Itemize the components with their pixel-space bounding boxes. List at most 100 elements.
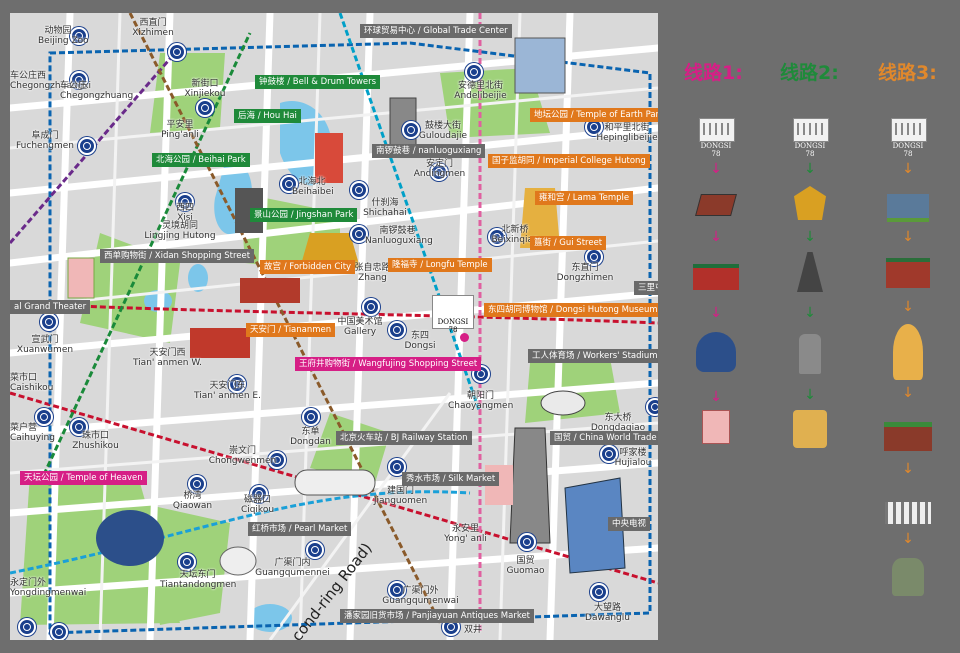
shopping-bags-icon[interactable] [702,410,730,444]
metro-station-icon[interactable] [430,163,448,181]
metro-station-icon[interactable] [600,445,618,463]
gui-street-bronze-vessel-icon[interactable] [892,558,924,596]
tag-forbidden-city[interactable]: 故宫 / Forbidden City [260,260,356,274]
arrow-down-icon: ↓ [902,531,914,547]
metro-station-icon[interactable] [302,408,320,426]
route-1-title: 线路1: [684,62,743,84]
tag-gui-street[interactable]: 簋街 / Gui Street [530,236,607,250]
arrow-down-icon: ↓ [710,229,722,245]
metro-station-icon[interactable] [350,181,368,199]
arrow-down-icon: ↓ [902,161,914,177]
tag-temple-of-earth-park[interactable]: 地坛公园 / Temple of Earth Park [530,108,658,122]
metro-station-icon[interactable] [35,408,53,426]
tag-temple-of-heaven[interactable]: 天坛公园 / Temple of Heaven [20,471,147,485]
route-legend: 线路1: 线路2: 线路3: DONGSI 78 ↓ ↓ ↓ ↓ DONGSI … [668,0,960,653]
arrow-down-icon: ↓ [804,161,816,177]
tag-imperial-college-hutong[interactable]: 国子监胡同 / Imperial College Hutong [488,154,650,168]
tag-bj-railway-station[interactable]: 北京火车站 / BJ Railway Station [336,431,472,445]
metro-station-icon[interactable] [388,581,406,599]
tag-grand-theater[interactable]: al Grand Theater [10,300,91,314]
metro-station-icon[interactable] [306,541,324,559]
imperial-college-archway-icon[interactable] [885,502,931,524]
tag-china-world-trade-center[interactable]: 国贸 / China World Trade Center [550,431,658,445]
metro-station-icon[interactable] [250,485,268,503]
metro-station-icon[interactable] [40,313,58,331]
metro-station-icon[interactable] [465,63,483,81]
jingshan-park-pavilion-icon[interactable] [794,186,826,220]
tag-nanluoguxiang[interactable]: 南锣鼓巷 / nanluoguxiang [372,144,486,158]
tag-pearl-market[interactable]: 红桥市场 / Pearl Market [248,522,352,536]
metro-station-icon[interactable] [176,193,194,211]
arrow-down-icon: ↓ [804,305,816,321]
metro-station-icon[interactable] [350,225,368,243]
metro-station-icon[interactable] [518,533,536,551]
imperial-college-hutong-icon[interactable] [695,194,737,216]
tag-global-trade-center[interactable]: 环球贸易中心 / Global Trade Center [360,24,512,38]
tag-beihai-park[interactable]: 北海公园 / Beihai Park [152,153,250,167]
tag-xidan-shopping-street[interactable]: 西单购物街 / Xidan Shopping Street [100,249,255,263]
lama-temple-buddha-icon[interactable] [893,324,923,380]
tag-bell-drum-towers[interactable]: 钟鼓楼 / Bell & Drum Towers [255,75,381,89]
metro-station-icon[interactable] [362,298,380,316]
metro-station-icon[interactable] [488,228,506,246]
tag-workers-stadium[interactable]: 工人体育场 / Workers' Stadium [528,349,658,363]
temple-of-heaven-icon[interactable] [696,332,736,372]
dongsi-78-start-icon: DONGSI 78 [697,118,735,158]
metro-station-icon[interactable] [388,458,406,476]
tag-houhai[interactable]: 后海 / Hou Hai [234,109,301,123]
metro-station-icon[interactable] [402,121,420,139]
tag-sanlitun[interactable]: 三里屯 [634,281,658,295]
metro-station-icon[interactable] [646,398,658,416]
metro-station-icon[interactable] [168,43,186,61]
tag-dongsi-hutong-museum[interactable]: 东四胡同博物馆 / Dongsi Hutong Museum [484,303,658,317]
tag-panjiayuan-antiques-market[interactable]: 潘家园旧货市场 / Panjiayuan Antiques Market [340,609,535,623]
metro-station-icon[interactable] [78,137,96,155]
station-label: 双井 [463,625,482,635]
tag-jingshan-park[interactable]: 景山公园 / Jingshan Park [250,208,358,222]
metro-station-icon[interactable] [388,321,406,339]
temple-of-earth-gate-icon[interactable] [884,422,932,451]
metro-station-icon[interactable] [268,451,286,469]
metro-station-icon[interactable] [280,175,298,193]
metro-station-icon[interactable] [178,553,196,571]
metro-station-icon[interactable] [70,27,88,45]
metro-station-icon[interactable] [70,71,88,89]
tag-longfu-temple[interactable]: 隆福寺 / Longfu Temple [388,258,492,272]
tag-tiananmen[interactable]: 天安门 / Tiananmen [246,323,336,337]
metro-station-icon[interactable] [590,583,608,601]
metro-station-icon[interactable] [70,418,88,436]
houhai-drinks-icon[interactable] [793,410,827,448]
metro-station-icon[interactable] [196,99,214,117]
forbidden-city-icon[interactable] [693,264,739,290]
metro-station-icon[interactable] [188,475,206,493]
metro-station-icon[interactable] [50,623,68,640]
longfu-temple-icon[interactable] [886,258,930,288]
dongsi-78-marker[interactable]: DONGSI 78 [432,295,474,334]
tag-cctv[interactable]: 中央电视 [608,517,651,531]
dongsi-78-start-icon: DONGSI 78 [791,118,829,158]
hutong-courtyard-icon[interactable] [887,194,929,222]
metro-station-icon[interactable] [228,375,246,393]
tag-silk-market[interactable]: 秀水市场 / Silk Market [402,472,500,486]
tag-lama-temple[interactable]: 雍和宫 / Lama Temple [535,191,634,205]
tag-wangfujing-shopping-street[interactable]: 王府井购物街 / Wangfujing Shopping Street [295,357,482,371]
bell-drum-tower-icon[interactable] [799,334,821,374]
metro-station-icon[interactable] [18,618,36,636]
beihai-white-pagoda-icon[interactable] [797,252,823,292]
